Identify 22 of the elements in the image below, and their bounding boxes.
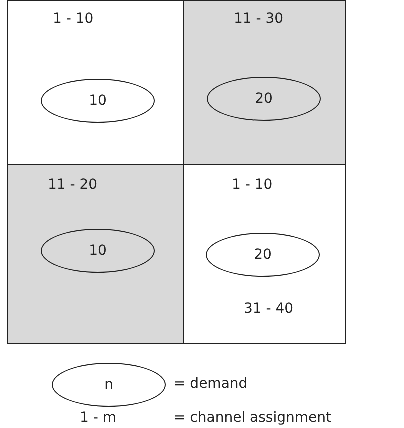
demand-value: n (104, 377, 114, 393)
channel-range: 11 - 30 (234, 11, 284, 27)
grid-cell (7, 0, 184, 165)
channel-range: 11 - 20 (48, 177, 98, 193)
demand-ellipse (206, 233, 320, 277)
channel-range: 1 - 10 (232, 177, 273, 193)
grid-cell (183, 164, 346, 344)
demand-value: 10 (89, 93, 107, 109)
demand-ellipse (41, 229, 155, 273)
channel-range: 1 - 10 (53, 11, 94, 27)
demand-value: 20 (254, 247, 272, 263)
demand-value: 20 (255, 91, 273, 107)
demand-ellipse (52, 363, 166, 407)
grid-cell (183, 0, 346, 165)
legend-text: = demand (174, 376, 248, 392)
demand-ellipse (41, 79, 155, 123)
channel-range: 31 - 40 (244, 301, 294, 317)
legend-text: = channel assignment (174, 410, 332, 426)
demand-ellipse (207, 77, 321, 121)
grid-cell (7, 164, 184, 344)
legend-text: 1 - m (80, 410, 116, 426)
demand-value: 10 (89, 243, 107, 259)
